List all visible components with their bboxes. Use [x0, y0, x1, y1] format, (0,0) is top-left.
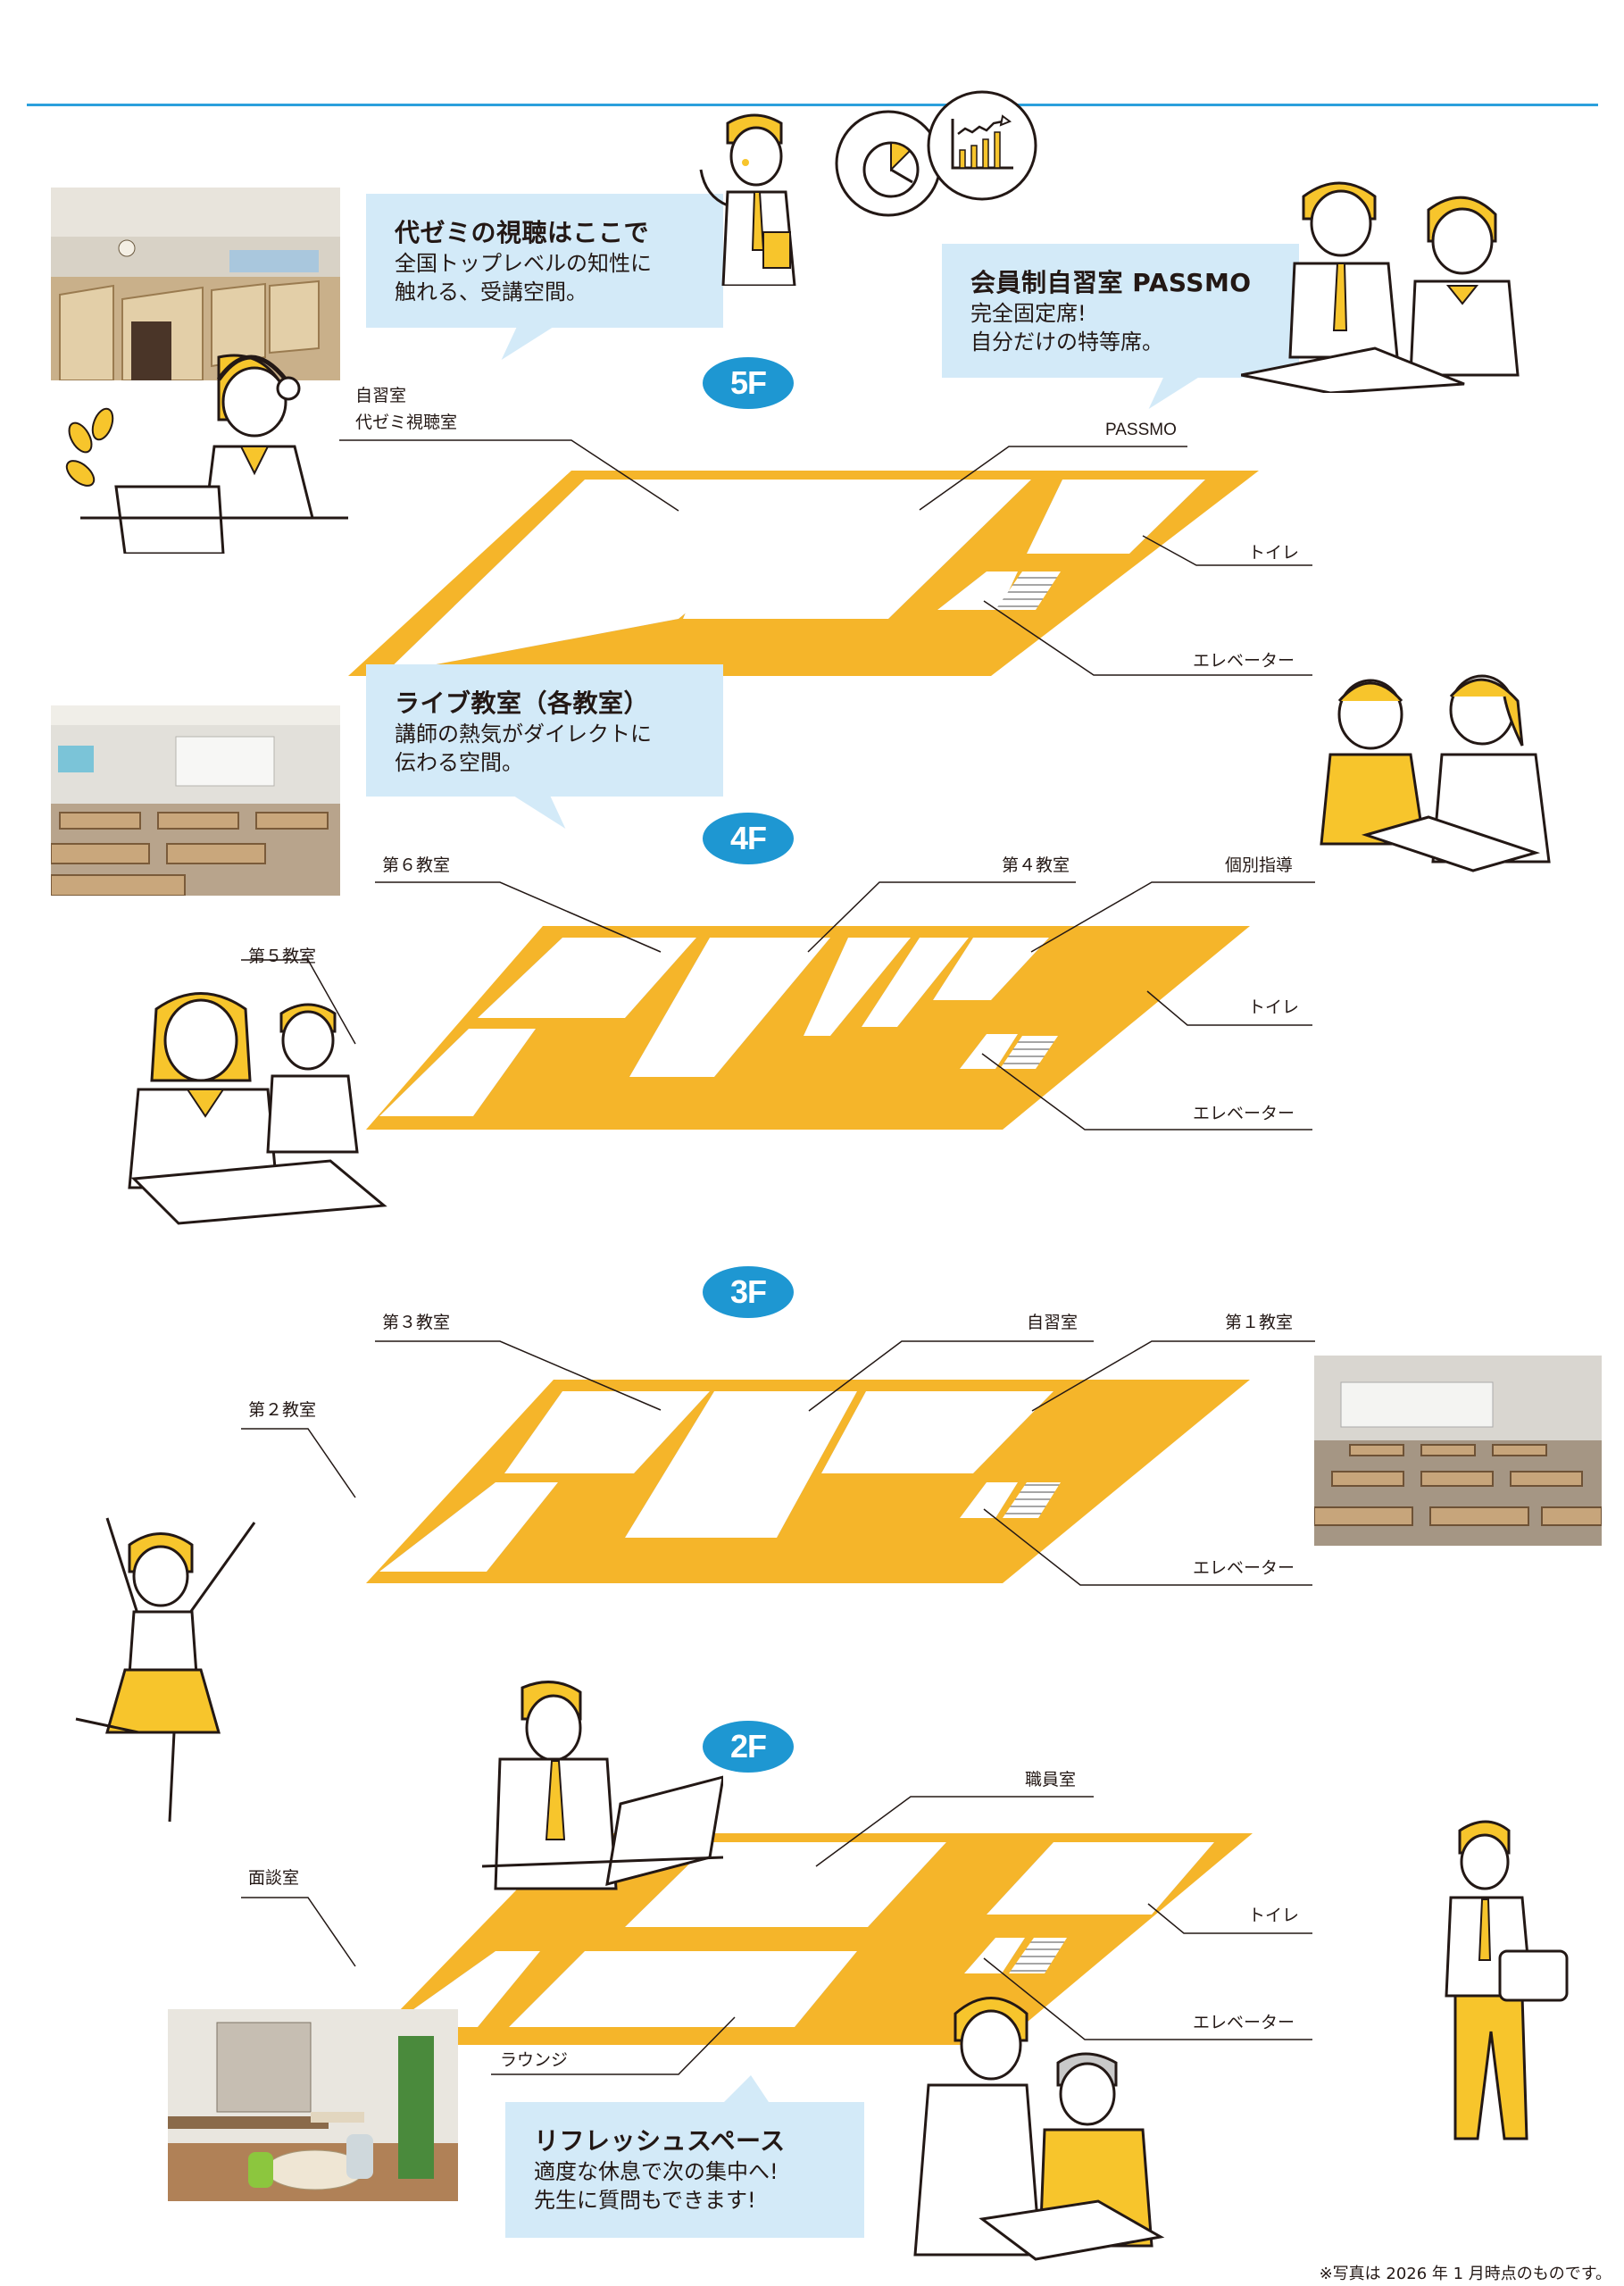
callout-yozemi-title: 代ゼミの視聴はここで [395, 218, 650, 247]
callout-refresh-line1: 適度な休息で次の集中へ! [534, 2159, 779, 2184]
callout-passmo: 会員制自習室 PASSMO 完全固定席! 自分だけの特等席。 [942, 244, 1299, 409]
bar-chart-icon [927, 90, 1037, 201]
label-4f-elevator: エレベーター [1193, 1104, 1295, 1123]
label-5f-elevator: エレベーター [1193, 651, 1295, 671]
callout-yozemi-line2: 触れる、受講空間。 [395, 279, 587, 305]
floor-badge-4f: 4F [703, 813, 794, 864]
callout-refresh-title: リフレッシュスペース [534, 2126, 786, 2156]
label-3f-room3: 第３教室 [382, 1313, 451, 1332]
label-4f-room4: 第４教室 [1002, 855, 1070, 875]
label-5f-passmo: PASSMO [1105, 421, 1177, 439]
floor-5f-plan [339, 439, 1312, 676]
label-2f-toilet: トイレ [1248, 1906, 1300, 1925]
classroom-photo-3f [1314, 1356, 1602, 1546]
top-rule [27, 104, 1598, 106]
label-3f-room2: 第２教室 [248, 1400, 317, 1420]
label-2f-interview-room: 面談室 [248, 1868, 300, 1888]
classroom-photo-4f [51, 705, 340, 896]
study-room-photo [51, 188, 340, 380]
callout-passmo-title: 会員制自習室 PASSMO [970, 268, 1252, 297]
label-4f-room5: 第５教室 [248, 947, 317, 966]
lounge-photo [168, 2009, 458, 2201]
headphone-student-illustration [65, 354, 348, 554]
label-5f-study-room: 自習室 [355, 386, 407, 405]
callout-yozemi: 代ゼミの視聴はここで 全国トップレベルの知性に 触れる、受講空間。 [366, 194, 723, 360]
floor-3f-plan [241, 1340, 1315, 1586]
pie-chart-icon [835, 110, 942, 217]
label-4f-toilet: トイレ [1248, 997, 1300, 1017]
label-2f-elevator: エレベーター [1193, 2013, 1295, 2032]
callout-live-line2: 伝わる空間。 [395, 750, 523, 775]
callout-refresh-line2: 先生に質問もできます! [534, 2188, 756, 2213]
label-5f-toilet: トイレ [1248, 543, 1300, 563]
floor-badge-3f: 3F [703, 1266, 794, 1318]
callout-refresh: リフレッシュスペース 適度な休息で次の集中へ! 先生に質問もできます! [505, 2075, 864, 2238]
floor-4f-plan [241, 881, 1315, 1130]
label-2f-staff-room: 職員室 [1025, 1770, 1077, 1790]
label-4f-room6: 第６教室 [382, 855, 451, 875]
tutoring-pair-illustration [913, 1997, 1165, 2261]
label-3f-study-room: 自習室 [1027, 1313, 1079, 1332]
callout-passmo-line2: 自分だけの特等席。 [970, 330, 1163, 355]
teacher-laptop-illustration [482, 1681, 723, 1890]
photo-date-footnote: ※写真は 2026 年 1 月時点のものです。 [1319, 2265, 1612, 2283]
studying-pair-illustration [1241, 181, 1520, 393]
callout-live-title: ライブ教室（各教室） [395, 688, 650, 718]
label-3f-elevator: エレベーター [1193, 1558, 1295, 1578]
callout-yozemi-line1: 全国トップレベルの知性に [395, 251, 652, 276]
label-5f-yozemi-room: 代ゼミ視聴室 [355, 413, 458, 432]
label-4f-individual: 個別指導 [1225, 855, 1294, 875]
callout-passmo-line1: 完全固定席! [970, 301, 1087, 326]
callout-live-line1: 講師の熱気がダイレクトに [395, 722, 652, 747]
desk-students-illustration [128, 992, 387, 1225]
callout-live: ライブ教室（各教室） 講師の熱気がダイレクトに 伝わる空間。 [366, 664, 723, 829]
two-girls-studying-illustration [1320, 674, 1551, 872]
jumping-student-illustration [75, 1517, 256, 1823]
floor-badge-5f: 5F [703, 357, 794, 409]
walking-student-illustration [1445, 1820, 1569, 2140]
label-3f-room1: 第１教室 [1225, 1313, 1294, 1332]
floor-badge-2f: 2F [703, 1721, 794, 1773]
teacher-pointing-illustration [699, 113, 796, 286]
label-2f-lounge: ラウンジ [500, 2050, 569, 2070]
